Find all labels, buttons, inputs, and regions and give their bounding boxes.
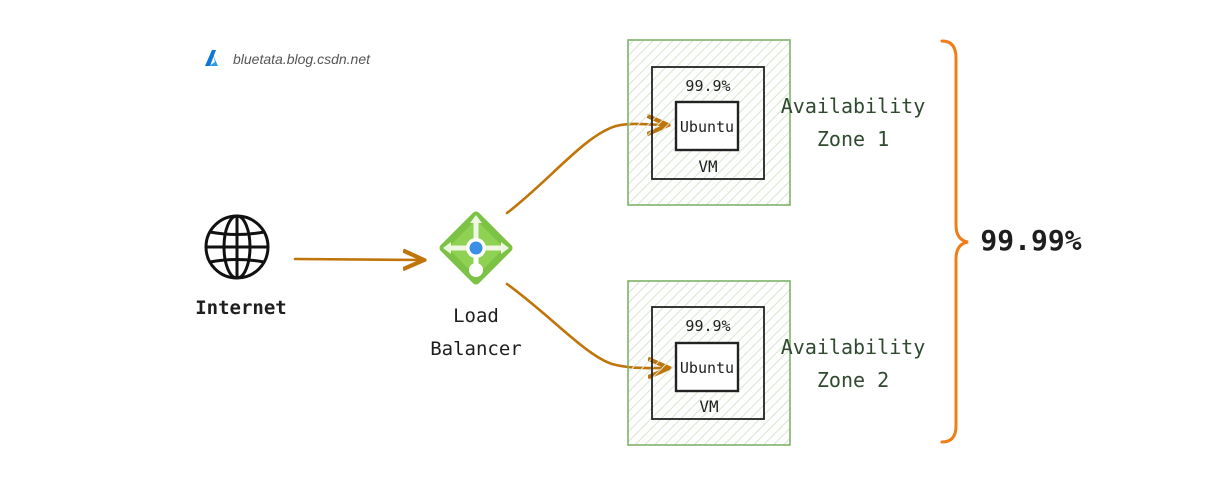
combined-sla: 99.99% bbox=[980, 224, 1081, 257]
zone-1-name-line2: Zone 1 bbox=[817, 127, 889, 151]
zone-1-ubuntu-box bbox=[674, 100, 740, 152]
lb-label-line2: Balancer bbox=[430, 338, 522, 360]
zone-2-sla: 99.9% bbox=[685, 317, 730, 335]
watermark-text: bluetata.blog.csdn.net bbox=[233, 51, 371, 67]
availability-zone-1: 99.9% Ubuntu VM bbox=[627, 39, 791, 206]
azure-logo-icon bbox=[205, 50, 218, 66]
zone-1-os-label: Ubuntu bbox=[680, 118, 734, 136]
zone-2-vm-label: VM bbox=[699, 397, 718, 416]
zone-2-name-line2: Zone 2 bbox=[817, 368, 889, 392]
lb-label-line1: Load bbox=[453, 305, 499, 327]
curly-brace bbox=[940, 39, 969, 444]
load-balancer-icon bbox=[439, 211, 513, 285]
zone-1-sla: 99.9% bbox=[685, 77, 730, 95]
watermark: bluetata.blog.csdn.net bbox=[205, 50, 371, 67]
zone-2-ubuntu-box bbox=[674, 341, 740, 393]
zone-1-name-line1: Availability bbox=[781, 94, 926, 118]
internet-label: Internet bbox=[195, 297, 287, 319]
availability-zone-2: 99.9% Ubuntu VM bbox=[627, 280, 791, 446]
zone-2-os-label: Ubuntu bbox=[680, 359, 734, 377]
globe-icon bbox=[204, 214, 270, 280]
zone-2-name-line1: Availability bbox=[781, 335, 926, 359]
zone-1-vm-label: VM bbox=[698, 157, 717, 176]
arrow-internet-to-lb bbox=[293, 259, 424, 260]
